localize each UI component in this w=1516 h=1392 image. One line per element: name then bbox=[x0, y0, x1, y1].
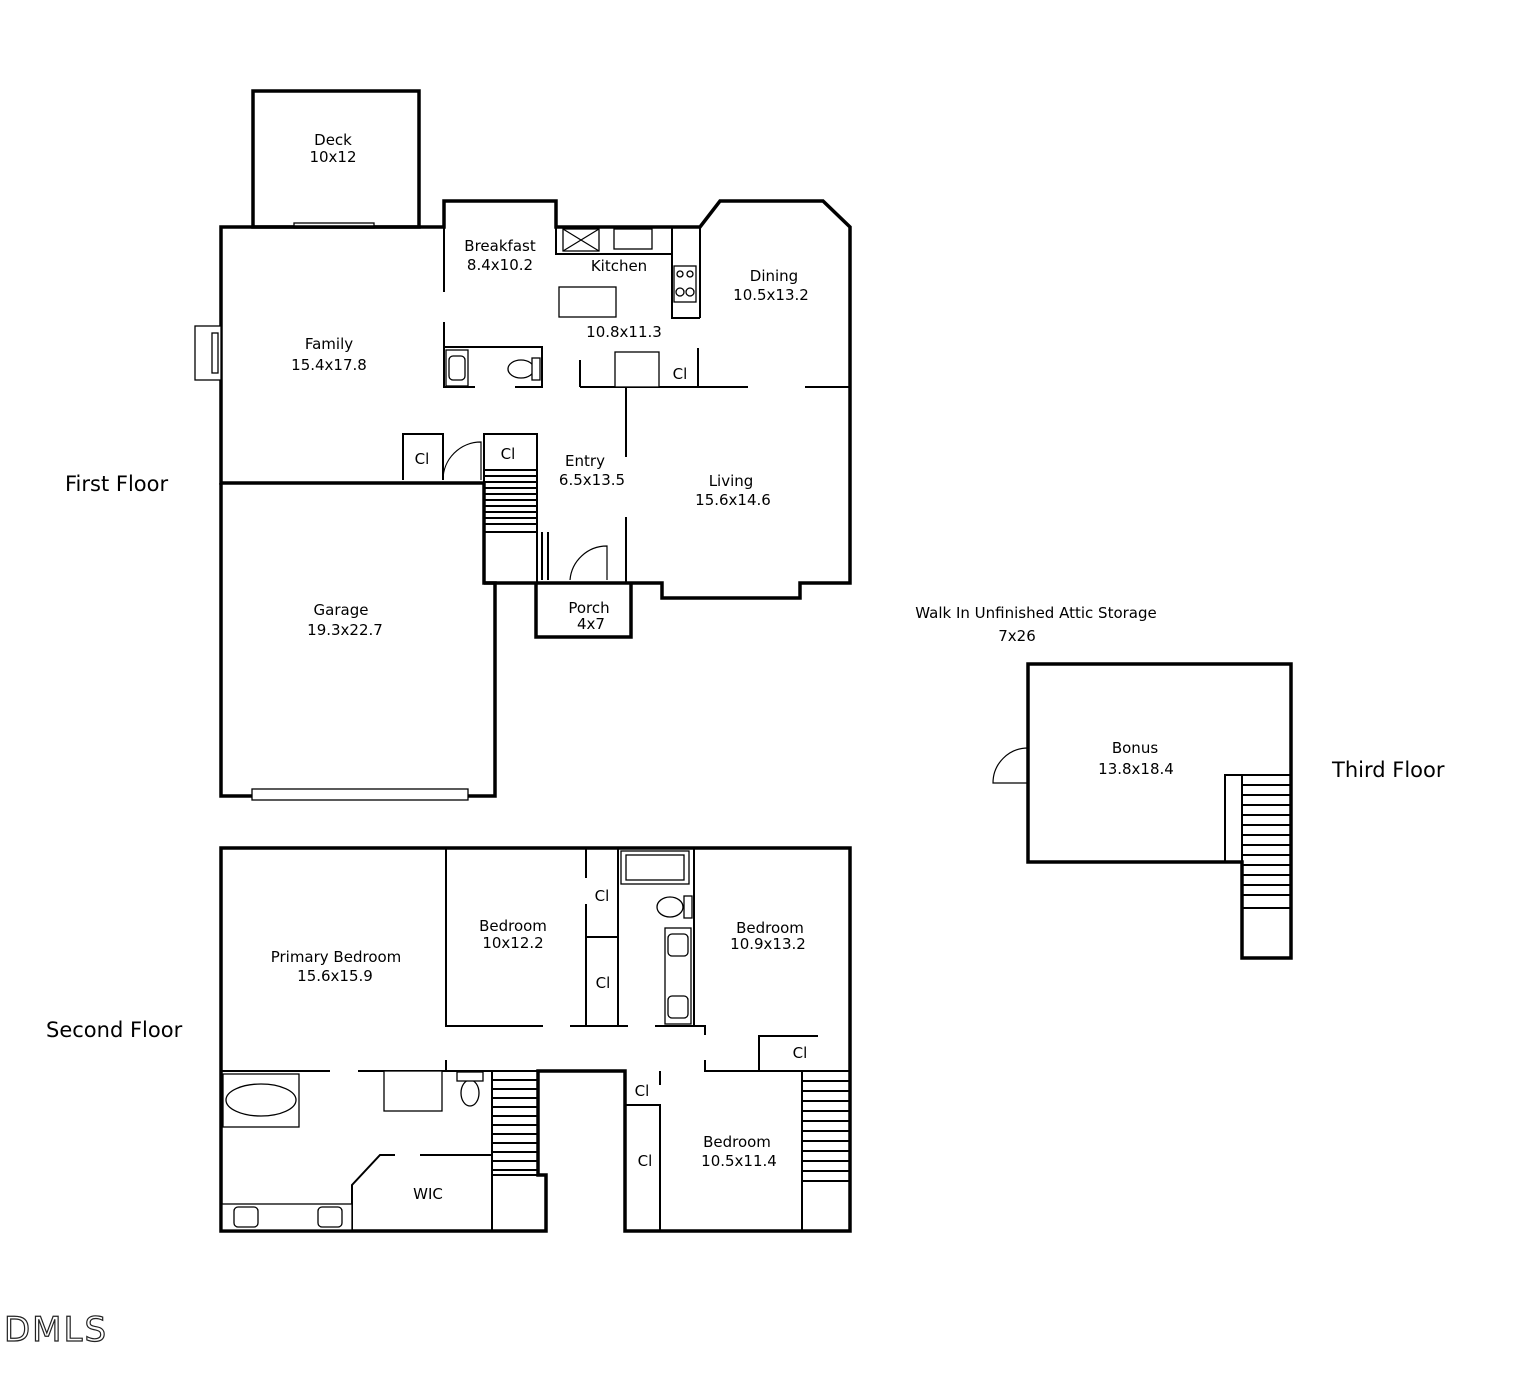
room-name: Walk In Unfinished Attic Storage bbox=[915, 604, 1156, 622]
third-floor-plan bbox=[992, 662, 1293, 960]
room-size: 10.9x13.2 bbox=[730, 935, 806, 953]
closet-label: Cl bbox=[596, 974, 611, 992]
garage-door bbox=[251, 788, 469, 801]
room-name: Family bbox=[305, 335, 353, 353]
room-size: 7x26 bbox=[998, 627, 1036, 645]
closet-label: Cl bbox=[501, 445, 516, 463]
room-size: 15.6x14.6 bbox=[695, 491, 771, 509]
room-size: 15.4x17.8 bbox=[291, 356, 367, 374]
room-name: Porch bbox=[568, 599, 609, 617]
room-name: Dining bbox=[750, 267, 798, 285]
stairs bbox=[1241, 774, 1292, 909]
room-name: Deck bbox=[314, 131, 352, 149]
closet-label: Cl bbox=[635, 1082, 650, 1100]
room-size: 8.4x10.2 bbox=[467, 256, 533, 274]
garage-outline bbox=[219, 483, 497, 798]
toilet bbox=[507, 359, 535, 379]
floor-label-first: First Floor bbox=[65, 472, 168, 496]
room-size: 15.6x15.9 bbox=[297, 967, 373, 985]
closet-label: Cl bbox=[638, 1152, 653, 1170]
third-floor-outline bbox=[1026, 662, 1293, 960]
second-floor-outline bbox=[219, 846, 852, 1233]
room-size: 10x12.2 bbox=[482, 934, 543, 952]
closet-label: Cl bbox=[595, 887, 610, 905]
room-size: 10.5x13.2 bbox=[733, 286, 809, 304]
floor-label-third: Third Floor bbox=[1331, 758, 1445, 782]
kitchen-island bbox=[558, 286, 617, 318]
room-size: 6.5x13.5 bbox=[559, 471, 625, 489]
room-name: Entry bbox=[565, 452, 605, 470]
room-size: 10x12 bbox=[309, 148, 356, 166]
kitchen-sink bbox=[613, 228, 653, 250]
dmls-logo: DMLS bbox=[4, 1310, 108, 1350]
room-name: Bedroom bbox=[736, 919, 804, 937]
stairs bbox=[491, 1070, 539, 1176]
second-floor-plan bbox=[219, 846, 852, 1233]
room-size: 19.3x22.7 bbox=[307, 621, 383, 639]
closet-label: Cl bbox=[793, 1044, 808, 1062]
stairs bbox=[801, 1070, 851, 1231]
door-swing bbox=[992, 747, 1029, 784]
room-name: Bedroom bbox=[479, 917, 547, 935]
toilet bbox=[656, 896, 684, 918]
room-name: WIC bbox=[413, 1185, 443, 1203]
room-size: 4x7 bbox=[577, 615, 605, 633]
room-name: Living bbox=[709, 472, 754, 490]
stove bbox=[673, 265, 697, 303]
closet-label: Cl bbox=[415, 450, 430, 468]
door-swing bbox=[442, 441, 482, 481]
room-name: Bedroom bbox=[703, 1133, 771, 1151]
first-floor-outline bbox=[219, 199, 852, 600]
first-floor-plan bbox=[194, 89, 852, 801]
refrigerator bbox=[614, 351, 660, 388]
floor-label-second: Second Floor bbox=[46, 1018, 183, 1042]
room-name: Kitchen bbox=[591, 257, 647, 275]
toilet bbox=[460, 1079, 480, 1107]
stairs bbox=[483, 469, 549, 583]
room-name: Bonus bbox=[1112, 739, 1158, 757]
closet-label: Cl bbox=[673, 365, 688, 383]
room-size: 10.8x11.3 bbox=[586, 323, 662, 341]
front-door-swing bbox=[569, 545, 608, 581]
room-size: 10.5x11.4 bbox=[701, 1152, 777, 1170]
shower bbox=[383, 1070, 443, 1112]
room-name: Garage bbox=[314, 601, 369, 619]
room-size: 13.8x18.4 bbox=[1098, 760, 1174, 778]
room-name: Primary Bedroom bbox=[271, 948, 402, 966]
porch-outline bbox=[534, 583, 633, 639]
room-name: Breakfast bbox=[464, 237, 536, 255]
